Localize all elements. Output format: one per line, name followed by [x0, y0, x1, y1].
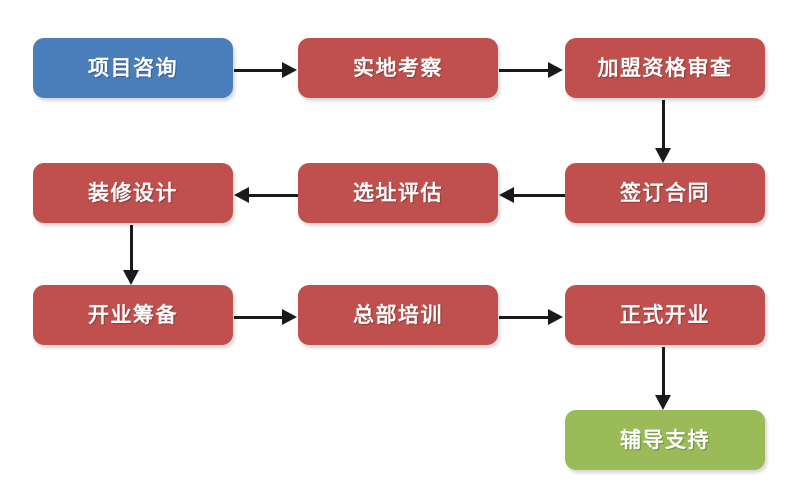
node-label: 正式开业 [620, 303, 710, 327]
edge-headquarters-training-to-official-opening [499, 307, 565, 327]
node-opening-preparation[interactable]: 开业筹备 [33, 285, 233, 345]
arrowhead-right-icon [282, 309, 297, 325]
edge-shaft [499, 315, 550, 319]
arrowhead-right-icon [282, 62, 297, 78]
node-label: 开业筹备 [88, 303, 178, 327]
edge-shaft [248, 193, 298, 197]
edge-official-opening-to-guidance-support [653, 347, 673, 410]
node-franchise-qualification-review[interactable]: 加盟资格审查 [565, 38, 765, 98]
node-label: 辅导支持 [620, 428, 710, 452]
node-project-consultation[interactable]: 项目咨询 [33, 38, 233, 98]
node-headquarters-training[interactable]: 总部培训 [298, 285, 498, 345]
node-label: 总部培训 [353, 303, 443, 327]
arrowhead-right-icon [548, 62, 563, 78]
node-decoration-design[interactable]: 装修设计 [33, 163, 233, 223]
edge-consultation-to-site-visit [234, 60, 298, 80]
edge-shaft [499, 68, 550, 72]
arrowhead-down-icon [655, 148, 671, 163]
edge-site-visit-to-qualification-review [499, 60, 565, 80]
edge-shaft [661, 100, 665, 150]
edge-decoration-design-to-opening-preparation [121, 225, 141, 285]
edge-qualification-review-to-sign-contract [653, 100, 673, 163]
node-label: 项目咨询 [88, 56, 178, 80]
node-label: 选址评估 [353, 181, 443, 205]
arrowhead-down-icon [655, 395, 671, 410]
node-official-opening[interactable]: 正式开业 [565, 285, 765, 345]
arrowhead-down-icon [123, 270, 139, 285]
edge-location-assessment-to-decoration-design [234, 185, 298, 205]
node-sign-contract[interactable]: 签订合同 [565, 163, 765, 223]
edge-sign-contract-to-location-assessment [499, 185, 565, 205]
edge-shaft [234, 315, 284, 319]
node-location-assessment[interactable]: 选址评估 [298, 163, 498, 223]
node-site-visit[interactable]: 实地考察 [298, 38, 498, 98]
node-label: 加盟资格审查 [597, 56, 733, 80]
arrowhead-right-icon [548, 309, 563, 325]
edge-shaft [661, 347, 665, 397]
edge-shaft [514, 193, 565, 197]
arrowhead-left-icon [234, 187, 249, 203]
edge-opening-preparation-to-headquarters-training [234, 307, 298, 327]
arrowhead-left-icon [499, 187, 514, 203]
node-label: 签订合同 [620, 181, 710, 205]
node-guidance-support[interactable]: 辅导支持 [565, 410, 765, 470]
edge-shaft [129, 225, 133, 272]
node-label: 实地考察 [353, 56, 443, 80]
node-label: 装修设计 [88, 181, 178, 205]
edge-shaft [234, 68, 284, 72]
